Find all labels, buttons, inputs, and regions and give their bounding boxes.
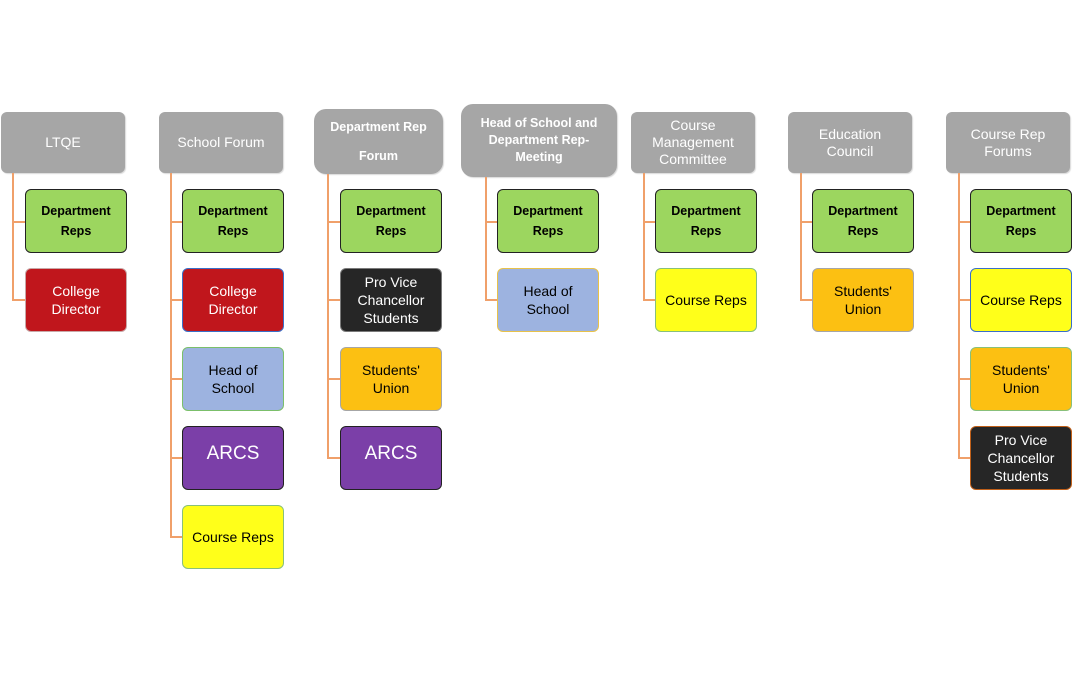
connector-horizontal [327, 221, 340, 223]
header-ltqe: LTQE [1, 112, 125, 173]
connector-horizontal [643, 299, 655, 301]
node-department-reps: Department Reps [340, 189, 442, 253]
node-students-union: Students' Union [340, 347, 442, 411]
connector-horizontal [12, 221, 25, 223]
connector-horizontal [170, 299, 182, 301]
connector-horizontal [800, 299, 812, 301]
connector-vertical [485, 177, 487, 300]
connector-vertical [170, 173, 172, 537]
connector-vertical [800, 173, 802, 300]
connector-horizontal [170, 536, 182, 538]
header-department-rep-forum: Department Rep Forum [314, 109, 443, 174]
connector-horizontal [327, 299, 340, 301]
node-course-reps: Course Reps [655, 268, 757, 332]
node-students-union: Students' Union [970, 347, 1072, 411]
node-arcs: ARCS [340, 426, 442, 490]
node-arcs: ARCS [182, 426, 284, 490]
connector-horizontal [958, 457, 970, 459]
node-head-of-school: Head of School [497, 268, 599, 332]
node-department-reps: Department Reps [25, 189, 127, 253]
node-college-director: College Director [182, 268, 284, 332]
node-department-reps: Department Reps [812, 189, 914, 253]
node-course-reps: Course Reps [182, 505, 284, 569]
connector-horizontal [958, 221, 970, 223]
connector-horizontal [800, 221, 812, 223]
node-department-reps: Department Reps [970, 189, 1072, 253]
connector-horizontal [327, 457, 340, 459]
connector-horizontal [327, 378, 340, 380]
connector-horizontal [958, 299, 970, 301]
connector-vertical [958, 173, 960, 458]
connector-horizontal [12, 299, 25, 301]
node-department-reps: Department Reps [655, 189, 757, 253]
node-college-director: College Director [25, 268, 127, 332]
node-pro-vice-chancellor-students: Pro Vice Chancellor Students [340, 268, 442, 332]
header-school-forum: School Forum [159, 112, 283, 173]
connector-horizontal [485, 299, 497, 301]
connector-horizontal [170, 378, 182, 380]
header-course-management-committee: Course Management Committee [631, 112, 755, 173]
connector-horizontal [170, 221, 182, 223]
connector-vertical [643, 173, 645, 300]
node-department-reps: Department Reps [182, 189, 284, 253]
node-head-of-school: Head of School [182, 347, 284, 411]
node-department-reps: Department Reps [497, 189, 599, 253]
connector-horizontal [485, 221, 497, 223]
node-course-reps: Course Reps [970, 268, 1072, 332]
header-title: Department Rep Forum [330, 119, 427, 163]
connector-vertical [12, 173, 14, 300]
header-education-council: Education Council [788, 112, 912, 173]
node-pro-vice-chancellor-students: Pro Vice Chancellor Students [970, 426, 1072, 490]
node-students-union: Students' Union [812, 268, 914, 332]
header-head-of-school-meeting: Head of School and Department Rep- Meeti… [461, 104, 617, 177]
connector-vertical [327, 174, 329, 458]
connector-horizontal [958, 378, 970, 380]
connector-horizontal [643, 221, 655, 223]
connector-horizontal [170, 457, 182, 459]
header-course-rep-forums: Course Rep Forums [946, 112, 1070, 173]
